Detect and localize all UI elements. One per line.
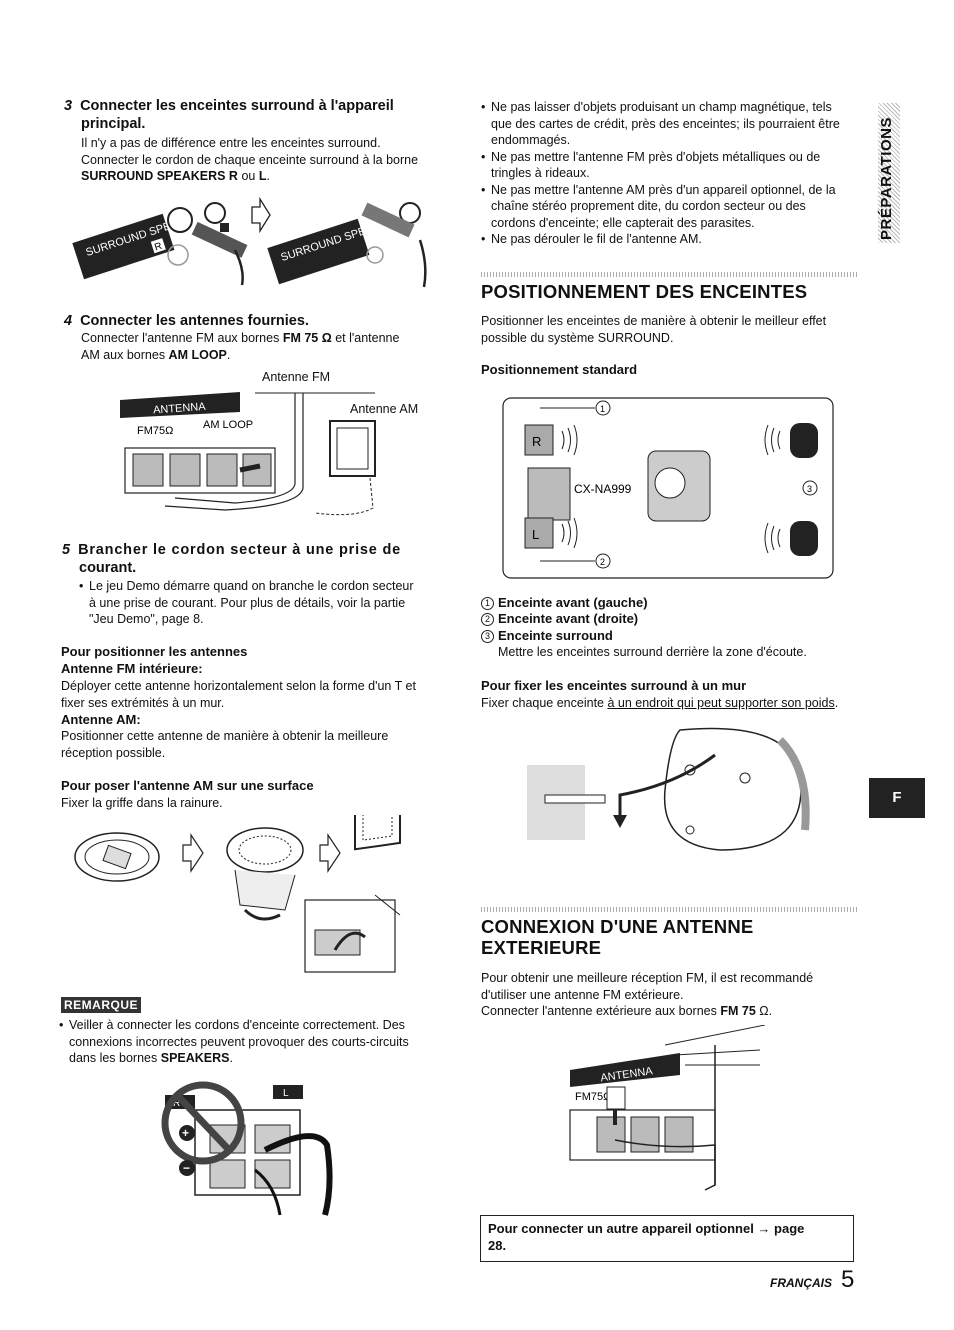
ext-fm75-label: FM75Ω: [575, 1091, 611, 1103]
surround-connection-figure: SURROUND SPEAKERS R SURROUND SPEAKERS: [72, 196, 427, 288]
external-text: Pour obtenir une meilleure réception FM,…: [481, 971, 814, 1018]
note-line-1: Pour connecter un autre appareil optionn…: [488, 1221, 805, 1236]
antenna-connection-figure: ANTENNA FM75Ω AM LOOP: [120, 392, 376, 516]
r-terminal-label: R: [153, 241, 163, 254]
sidebar-section-bg: [878, 103, 900, 243]
section-divider-2: [481, 907, 857, 912]
section-divider: [481, 272, 857, 277]
amloop-label: AM LOOP: [203, 419, 253, 431]
am-antenna-caption: Antenne AM: [350, 402, 419, 416]
fig-num-1: 1: [600, 404, 605, 414]
fig-num-3: 3: [807, 484, 812, 494]
footer-language: FRANÇAIS: [770, 1276, 832, 1290]
surface-text: Fixer la griffe dans la rainure.: [61, 796, 223, 810]
step-5-bullet: Le jeu Demo démarre quand on branche le …: [79, 578, 449, 628]
fm-indoor-heading: Antenne FM intérieure:: [61, 661, 203, 676]
svg-text:−: −: [183, 1161, 190, 1175]
external-antenna-figure: ANTENNA FM75Ω: [569, 1025, 766, 1191]
fig-r-label: R: [173, 1098, 180, 1109]
standard-positioning-heading: Positionnement standard: [481, 362, 638, 377]
antennas-heading: Pour positionner les antennes: [61, 644, 248, 659]
step-4-text: Connecter l'antenne FM aux bornes FM 75 …: [81, 331, 400, 362]
remarque-badge: REMARQUE: [61, 997, 142, 1013]
remarque-text: Veiller à connecter les cordons d'encein…: [59, 1017, 439, 1067]
step-3-text: Il n'y a pas de différence entre les enc…: [81, 136, 419, 183]
warnings-list: Ne pas laisser d'objets produisant un ch…: [481, 99, 863, 248]
svg-text:+: +: [182, 1126, 189, 1140]
language-tab: F: [869, 778, 925, 818]
wall-mount-heading: Pour fixer les enceintes surround à un m…: [481, 678, 747, 693]
note-line-2: 28.: [488, 1238, 507, 1253]
speaker-polarity-figure: R L + −: [161, 1081, 333, 1216]
step-3-title-cont: principal.: [81, 116, 146, 132]
fig-num-2: 2: [600, 557, 605, 567]
page-number: 5: [841, 1266, 855, 1293]
wall-mount-figure: [527, 727, 810, 851]
fm75-label: FM75Ω: [137, 425, 173, 437]
am-antenna-surface-figure: [74, 815, 401, 973]
speaker-positioning-figure: R 1 CX-NA999 L 2 3: [502, 397, 834, 579]
fig-front-r: R: [532, 434, 541, 449]
sidebar-section-label: PRÉPARATIONS: [878, 117, 895, 240]
wall-mount-text: Fixer chaque enceinte à un endroit qui p…: [481, 696, 839, 710]
fm-indoor-text: Déployer cette antenne horizontalement s…: [61, 679, 416, 710]
am-text: Positionner cette antenne de manière à o…: [61, 729, 389, 760]
fm-antenna-caption: Antenne FM: [262, 370, 331, 384]
step-5-title-cont: courant.: [79, 560, 137, 576]
fig-model: CX-NA999: [574, 482, 632, 496]
surround-placement-text: Mettre les enceintes surround derrière l…: [498, 645, 807, 659]
positioning-heading: POSITIONNEMENT DES ENCEINTES: [481, 281, 808, 302]
optional-device-note: Pour connecter un autre appareil optionn…: [480, 1215, 854, 1262]
am-heading: Antenne AM:: [61, 712, 141, 727]
fig-front-l: L: [532, 527, 539, 542]
antenna-label: ANTENNA: [153, 401, 207, 417]
positioning-intro: Positionner les enceintes de manière à o…: [481, 314, 827, 345]
surface-heading: Pour poser l'antenne AM sur une surface: [61, 778, 314, 793]
fig-l-label: L: [283, 1088, 289, 1099]
